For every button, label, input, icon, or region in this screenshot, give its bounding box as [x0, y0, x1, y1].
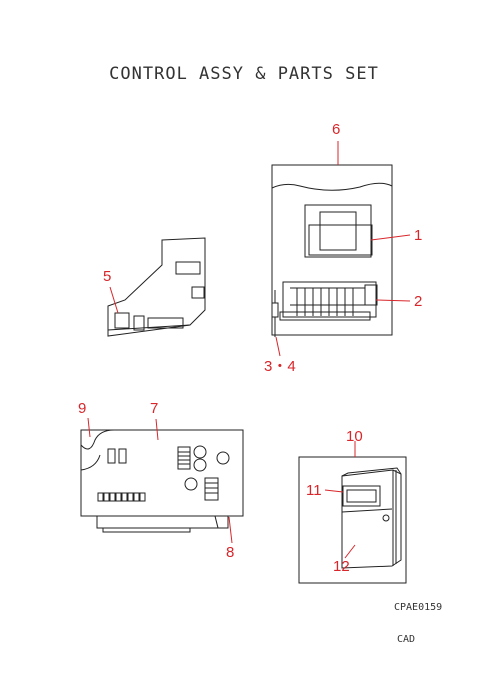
fuse-wire-part [271, 290, 279, 337]
callout-3-4: 3・4 [264, 358, 296, 375]
callout-12: 12 [333, 558, 350, 575]
callout-10: 10 [346, 428, 363, 445]
diagram-title: CONTROL ASSY & PARTS SET [109, 64, 379, 84]
callout-9: 9 [78, 400, 86, 417]
source-tag: CAD [397, 634, 416, 645]
callout-1: 1 [414, 227, 422, 244]
callout-8: 8 [226, 544, 234, 561]
bracket-part [107, 237, 206, 337]
remote-control-frame [298, 456, 407, 584]
callout-6: 6 [332, 121, 340, 138]
callout-7: 7 [150, 400, 158, 417]
callout-11: 11 [306, 482, 322, 499]
callout-5: 5 [103, 268, 111, 285]
remote-controller-part [341, 467, 402, 569]
transformer-part [304, 204, 373, 258]
drawing-code: CPAE0159 [394, 602, 443, 613]
terminal-block-part [279, 281, 378, 321]
main-pcb-part [80, 429, 244, 533]
leader-lines [87, 141, 411, 559]
callout-2: 2 [414, 293, 422, 310]
parts-set-bag [271, 164, 393, 337]
